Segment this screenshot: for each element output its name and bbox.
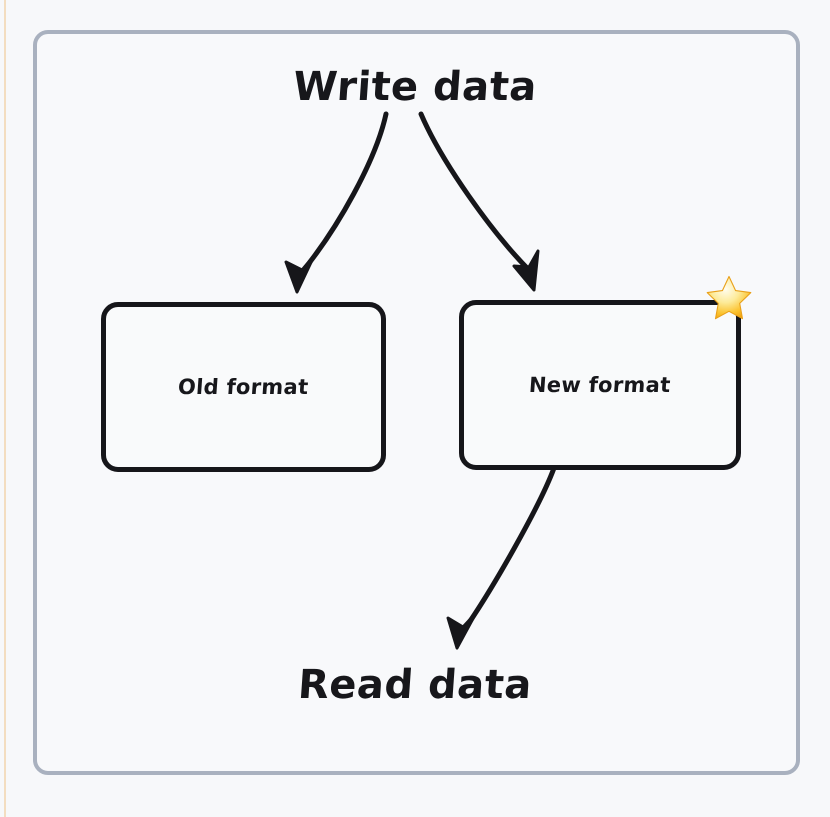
- node-new-format-label: New format: [528, 373, 672, 397]
- node-new-format[interactable]: New format: [459, 300, 741, 470]
- star-icon: [706, 275, 752, 320]
- left-accent-stripe: [4, 0, 6, 817]
- node-old-format[interactable]: Old format: [101, 302, 386, 472]
- write-data-label: Write data: [291, 64, 539, 110]
- read-data-label: Read data: [296, 662, 534, 708]
- node-old-format-label: Old format: [177, 375, 310, 399]
